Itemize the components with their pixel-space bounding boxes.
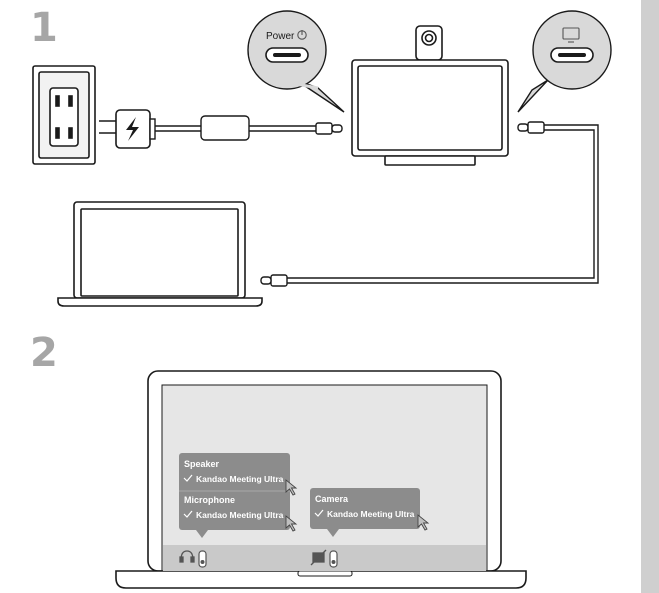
- monitor-icon: [562, 27, 580, 43]
- check-icon: [183, 510, 193, 518]
- check-icon: [183, 474, 193, 482]
- power-port-callout: Power: [247, 10, 345, 113]
- wall-outlet: [32, 65, 96, 165]
- arrow-cursor-icon: [285, 479, 298, 496]
- speaker-device-option[interactable]: Kandao Meeting Ultra: [196, 474, 284, 484]
- meeting-device: [351, 25, 509, 166]
- right-edge-bar: [641, 0, 659, 593]
- laptop-step1: [57, 201, 263, 307]
- power-adapter: [115, 109, 156, 149]
- step-1-number: 1: [30, 5, 58, 51]
- microphone-device-option[interactable]: Kandao Meeting Ultra: [196, 510, 284, 520]
- audio-slider-icon[interactable]: [198, 550, 207, 568]
- arrow-cursor-icon: [417, 514, 430, 531]
- adapter-prongs: [99, 120, 116, 134]
- microphone-title: Microphone: [184, 495, 235, 505]
- usbc-plug-power: [315, 122, 343, 135]
- arrow-cursor-icon: [285, 515, 298, 532]
- camera-slider-icon[interactable]: [329, 550, 338, 568]
- speaker-title: Speaker: [184, 459, 220, 469]
- display-port-callout: [517, 10, 612, 113]
- check-icon: [314, 509, 324, 517]
- camera-device-popup: Camera Kandao Meeting Ultra: [310, 488, 420, 537]
- camera-off-icon[interactable]: [310, 549, 327, 566]
- camera-device-option[interactable]: Kandao Meeting Ultra: [327, 509, 415, 519]
- display-cable: [260, 121, 599, 287]
- headset-icon[interactable]: [179, 550, 195, 563]
- power-icon: [297, 30, 307, 40]
- lightning-icon: [126, 117, 139, 141]
- camera-title: Camera: [315, 494, 349, 504]
- power-cable: [155, 115, 316, 141]
- power-label: Power: [266, 31, 295, 42]
- step-2-number: 2: [30, 330, 58, 376]
- audio-device-popup: Speaker Kandao Meeting Ultra Microphone …: [179, 453, 290, 538]
